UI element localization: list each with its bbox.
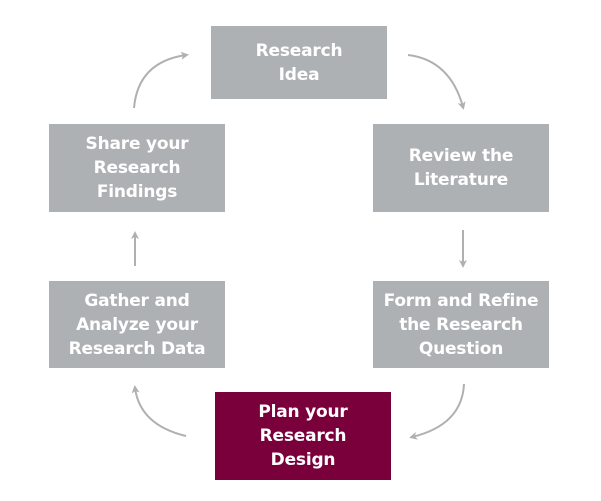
step-form-research-question: Form and Refine the Research Question — [373, 281, 549, 368]
arrow-idea-to-review — [407, 54, 466, 110]
step-plan-research-design: Plan your Research Design — [215, 392, 391, 480]
step-share-findings: Share your Research Findings — [49, 124, 225, 212]
arrow-share-to-idea — [133, 51, 189, 109]
step-gather-analyze-data: Gather and Analyze your Research Data — [49, 281, 225, 368]
step-research-idea: Research Idea — [211, 26, 387, 99]
step-review-literature: Review the Literature — [373, 124, 549, 212]
arrow-question-to-design — [409, 383, 465, 440]
arrow-design-to-data — [131, 385, 187, 437]
